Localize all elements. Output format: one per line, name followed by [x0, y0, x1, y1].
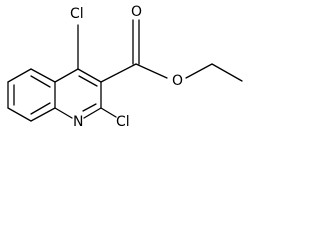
atom-label-cl-bottom: Cl — [116, 114, 130, 130]
bond-benzo-6 — [7, 107, 32, 122]
bond-pyr-c4-c3-inner — [78, 75, 98, 87]
bond-benzo-2 — [7, 68, 32, 83]
bond-ch2-ch3 — [211, 63, 243, 82]
atom-label-oxygen-carbonyl: O — [131, 4, 142, 20]
bond-ester-o-ch2 — [185, 63, 213, 79]
bond-pyr-c4-c3 — [77, 68, 102, 83]
bond-pyr-c2-n-inner — [82, 103, 97, 112]
bond-pyr-c4a-c4 — [54, 68, 79, 83]
atom-label-oxygen-ester: O — [172, 73, 183, 89]
bond-pyr-n-c8a — [54, 107, 73, 119]
bond-c2-cl — [100, 107, 117, 118]
chemical-structure-diagram: Cl Cl N O O — [7, 4, 243, 130]
bond-benzo-3-inner — [30, 75, 51, 88]
bond-benzo-3 — [30, 68, 56, 83]
bond-benzo-5 — [30, 107, 56, 122]
bond-c3-carbonyl — [100, 63, 137, 83]
atom-label-nitrogen: N — [73, 114, 83, 130]
bond-carbonyl-ester-o — [135, 63, 168, 79]
bond-pyr-c2-n — [83, 107, 102, 119]
atom-label-cl-top: Cl — [70, 6, 84, 22]
bond-benzo-5-inner — [30, 102, 51, 115]
